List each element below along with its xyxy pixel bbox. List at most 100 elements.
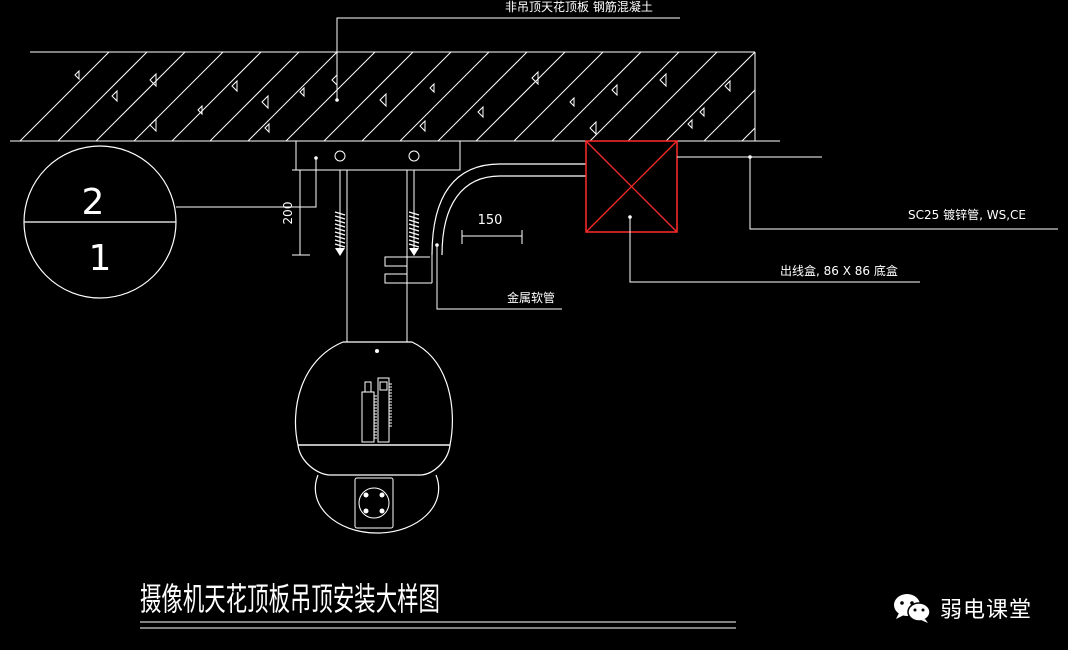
hatch-line <box>133 52 224 141</box>
camera-dome-bubble <box>314 474 440 534</box>
watermark: 弱电课堂 <box>892 590 1032 626</box>
dimension-150: 150 <box>461 213 523 244</box>
aggregate-mark <box>111 89 118 103</box>
lens-led-2 <box>379 492 385 498</box>
dim-200-label: 200 <box>281 202 295 225</box>
hatch-line <box>627 52 718 141</box>
box-label: 出线盒, 86 X 86 底盒 <box>780 263 898 278</box>
screw-thread <box>334 219 346 224</box>
reference-number-top: 2 <box>82 182 105 223</box>
screw-tip <box>409 248 419 256</box>
aggregate-mark <box>149 72 157 88</box>
aggregate-mark <box>231 79 238 93</box>
aggregate-mark <box>264 122 270 134</box>
aggregate-mark <box>429 82 435 94</box>
hatch-line <box>171 52 262 141</box>
aggregate-mark <box>419 119 426 133</box>
watermark-text: 弱电课堂 <box>940 598 1033 623</box>
conduit-leader-line <box>749 157 1058 230</box>
hatch-line <box>703 89 755 141</box>
hose-outer-path <box>431 163 586 256</box>
aggregate-mark <box>477 105 484 119</box>
slab-aggregate-marks <box>74 69 731 136</box>
box-leader-dot <box>628 215 632 219</box>
screw-thread <box>408 219 420 224</box>
hatch-line <box>818 52 907 141</box>
aggregate-mark <box>149 117 157 133</box>
camera-indicator-dot <box>375 349 379 353</box>
hatch-line <box>209 52 300 141</box>
hatch-line <box>19 52 110 141</box>
screw-thread <box>334 227 346 232</box>
hatch-line <box>285 52 376 141</box>
hatch-line <box>780 52 869 141</box>
box-leader-line <box>629 217 920 283</box>
screw-thread <box>334 243 346 248</box>
hatch-line <box>399 52 490 141</box>
hatch-line <box>361 52 452 141</box>
camera-collar <box>297 444 451 476</box>
aggregate-mark <box>569 96 575 108</box>
junction-box: 出线盒, 86 X 86 底盒 <box>585 140 920 283</box>
screw-thread <box>408 211 420 216</box>
conduit-leader-dot <box>748 155 752 159</box>
drawing-title: 摄像机天花顶板吊顶安装大样图 <box>140 580 440 618</box>
screw-tip <box>335 248 345 256</box>
slab-hatching <box>19 52 907 141</box>
board-pins <box>374 383 392 439</box>
conduit-label: SC25 镀锌管, WS,CE <box>908 207 1026 222</box>
aggregate-mark <box>74 69 80 81</box>
board-left <box>361 391 375 443</box>
aggregate-mark <box>379 92 387 108</box>
drawing-title-block: 摄像机天花顶板吊顶安装大样图 <box>140 580 736 629</box>
screw-thread <box>408 235 420 240</box>
bracket-bolt-hole-right <box>408 150 420 162</box>
screw-thread <box>334 239 346 244</box>
hatch-line <box>589 52 680 141</box>
reference-leader-line <box>176 158 317 208</box>
mounting-bracket <box>295 140 461 342</box>
sc25-conduit: SC25 镀锌管, WS,CE <box>677 155 1058 230</box>
hatch-line <box>95 52 186 141</box>
hatch-line <box>437 52 528 141</box>
reference-leader-dot <box>314 156 318 160</box>
aggregate-mark <box>299 86 305 98</box>
screw-thread <box>334 223 346 228</box>
lens-led-3 <box>363 508 369 514</box>
hatch-line <box>247 52 338 141</box>
screw-thread <box>334 211 346 216</box>
hose-leader-line <box>436 245 562 310</box>
wechat-icon <box>894 594 931 623</box>
hatch-line <box>551 52 642 141</box>
aggregate-mark <box>331 73 338 87</box>
aggregate-mark <box>531 70 539 86</box>
hose-clamp-upper <box>384 256 430 267</box>
screw-thread <box>334 235 346 240</box>
board-right <box>377 377 390 443</box>
bracket-plate <box>295 140 461 171</box>
bracket-bolt-hole-left <box>334 150 346 162</box>
reference-number-bottom: 1 <box>89 238 112 279</box>
aggregate-mark <box>724 79 731 93</box>
dimension-200: 200 <box>281 169 310 256</box>
aggregate-mark <box>611 83 618 97</box>
camera-lens-module <box>354 477 394 529</box>
board-chip <box>364 381 372 393</box>
concrete-slab <box>10 51 907 142</box>
slab-label: 非吊顶天花顶板 钢筋混凝土 <box>505 0 653 14</box>
aggregate-mark <box>589 120 597 136</box>
slab-leader-dot <box>335 98 339 102</box>
expansion-screws <box>334 210 420 256</box>
dome-camera <box>294 341 453 534</box>
screw-thread <box>408 215 420 220</box>
board-connector <box>379 381 388 391</box>
slab-leader-line <box>336 17 680 100</box>
aggregate-mark <box>687 118 693 130</box>
screw-thread <box>408 239 420 244</box>
aggregate-mark <box>699 106 705 118</box>
junction-box-outline <box>585 140 678 233</box>
hose-clamp-lower <box>384 273 432 284</box>
aggregate-mark <box>659 72 667 88</box>
camera-internal-board <box>361 377 392 443</box>
